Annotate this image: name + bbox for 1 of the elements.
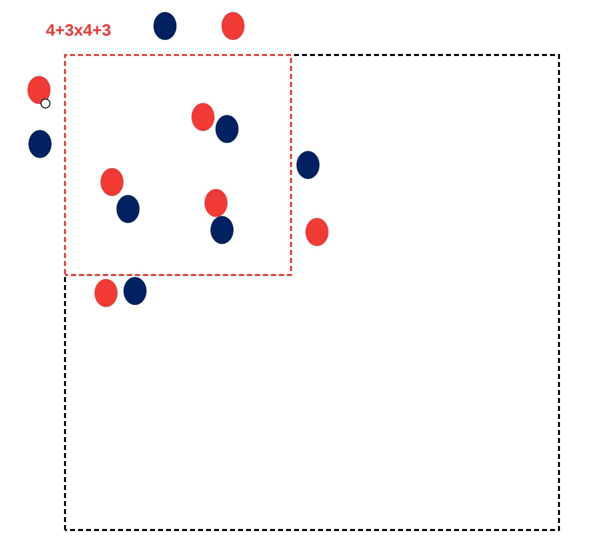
formation-label: 4+3x4+3 — [46, 24, 110, 36]
